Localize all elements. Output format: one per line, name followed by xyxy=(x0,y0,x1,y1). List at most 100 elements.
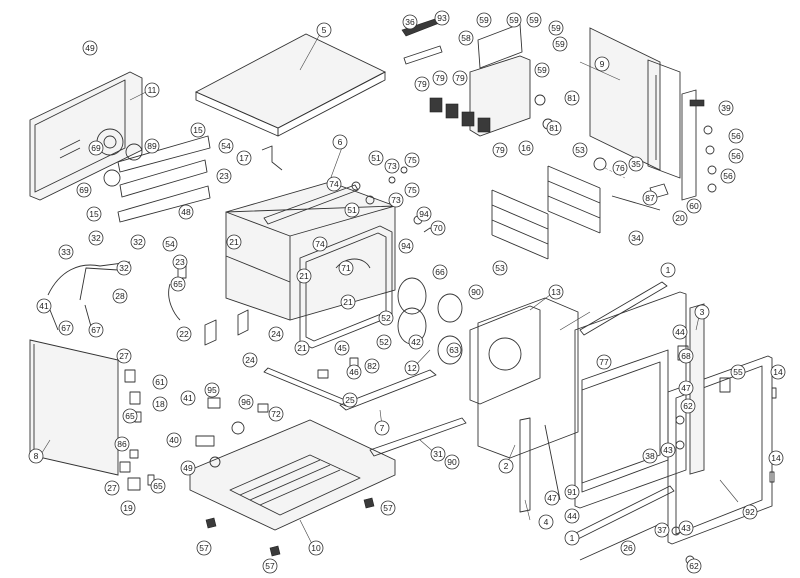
pipe-17 xyxy=(261,145,283,171)
callout-32: 32 xyxy=(88,230,104,246)
callout-number: 79 xyxy=(455,73,465,83)
callout-40: 40 xyxy=(166,432,182,448)
callout-87: 87 xyxy=(642,190,658,206)
strip-25 xyxy=(263,367,351,407)
callout-number: 61 xyxy=(155,377,165,387)
callout-circle xyxy=(296,268,312,284)
callout-circle xyxy=(152,396,168,412)
callout-number: 62 xyxy=(689,561,699,571)
callout-63: 63 xyxy=(446,342,462,358)
callout-number: 16 xyxy=(521,143,531,153)
top-cover-panel xyxy=(194,33,387,129)
bracket-lower xyxy=(117,185,211,223)
callout-circle xyxy=(538,514,554,530)
callout-61: 61 xyxy=(152,374,168,390)
callout-number: 63 xyxy=(449,345,459,355)
fan-wheel-90 xyxy=(437,335,463,365)
callout-circle xyxy=(414,76,430,92)
callout-circle xyxy=(384,158,400,174)
callout-15: 15 xyxy=(190,122,206,138)
knob-56-d xyxy=(707,183,717,193)
callout-number: 70 xyxy=(433,223,443,233)
callout-number: 27 xyxy=(119,351,129,361)
callout-number: 23 xyxy=(175,257,185,267)
callout-circle xyxy=(86,206,102,222)
callout-23: 23 xyxy=(216,168,232,184)
callout-circle xyxy=(432,70,448,86)
callout-circle xyxy=(104,480,120,496)
callout-number: 53 xyxy=(495,263,505,273)
callout-circle xyxy=(546,120,562,136)
callout-22: 22 xyxy=(176,326,192,342)
base-plate xyxy=(189,419,396,531)
callout-number: 73 xyxy=(387,161,397,171)
rack-right xyxy=(547,165,601,234)
callout-circle xyxy=(340,294,356,310)
callout-circle xyxy=(82,40,98,56)
callout-54: 54 xyxy=(162,236,178,252)
callout-28: 28 xyxy=(112,288,128,304)
callout-circle xyxy=(408,334,424,350)
callout-number: 59 xyxy=(509,15,519,25)
callout-circle xyxy=(492,260,508,276)
callout-circle xyxy=(430,220,446,236)
callout-70: 70 xyxy=(430,220,446,236)
callout-number: 43 xyxy=(663,445,673,455)
callout-circle xyxy=(564,530,580,546)
callout-number: 33 xyxy=(61,247,71,257)
callout-52: 52 xyxy=(378,310,394,326)
callout-circle xyxy=(628,230,644,246)
callout-circle xyxy=(218,138,234,154)
component-95 xyxy=(207,397,221,409)
callout-number: 36 xyxy=(405,17,415,27)
callout-number: 94 xyxy=(419,209,429,219)
callout-circle xyxy=(242,352,258,368)
callout-number: 91 xyxy=(567,487,577,497)
callout-32: 32 xyxy=(130,234,146,250)
rail-7 xyxy=(339,369,437,411)
callout-15: 15 xyxy=(86,206,102,222)
callout-1: 1 xyxy=(660,262,676,278)
callout-circle xyxy=(404,182,420,198)
callout-circle xyxy=(476,12,492,28)
component-86 xyxy=(129,449,139,459)
motor-89 xyxy=(125,143,143,161)
callout-circle xyxy=(162,236,178,252)
callout-circle xyxy=(268,326,284,342)
callout-number: 68 xyxy=(681,351,691,361)
ring-74 xyxy=(351,181,361,191)
callout-number: 42 xyxy=(411,337,421,347)
callout-circle xyxy=(492,142,508,158)
callout-circle xyxy=(378,310,394,326)
rail-31 xyxy=(369,417,467,457)
callout-number: 66 xyxy=(435,267,445,277)
callout-circle xyxy=(170,276,186,292)
callout-59: 59 xyxy=(534,62,550,78)
callout-circle xyxy=(36,298,52,314)
ring-51 xyxy=(365,195,375,205)
callout-circle xyxy=(742,504,758,520)
pin-14-b xyxy=(769,471,775,483)
callout-number: 24 xyxy=(245,355,255,365)
callout-57: 57 xyxy=(196,540,212,556)
callout-circle xyxy=(564,484,580,500)
callout-circle xyxy=(768,450,784,466)
callout-53: 53 xyxy=(492,260,508,276)
callout-45: 45 xyxy=(334,340,350,356)
callout-76: 76 xyxy=(612,160,628,176)
callout-number: 47 xyxy=(547,493,557,503)
callout-number: 26 xyxy=(623,543,633,553)
callout-21: 21 xyxy=(296,268,312,284)
callout-number: 4 xyxy=(544,517,549,527)
callout-25: 25 xyxy=(342,392,358,408)
callout-number: 86 xyxy=(117,439,127,449)
relay-4 xyxy=(477,117,491,133)
callout-21: 21 xyxy=(340,294,356,310)
callout-56: 56 xyxy=(720,168,736,184)
callout-43: 43 xyxy=(678,520,694,536)
callout-number: 21 xyxy=(297,343,307,353)
callout-42: 42 xyxy=(408,334,424,350)
strip-4 xyxy=(519,417,531,513)
callout-6: 6 xyxy=(332,134,348,150)
callout-circle xyxy=(404,152,420,168)
